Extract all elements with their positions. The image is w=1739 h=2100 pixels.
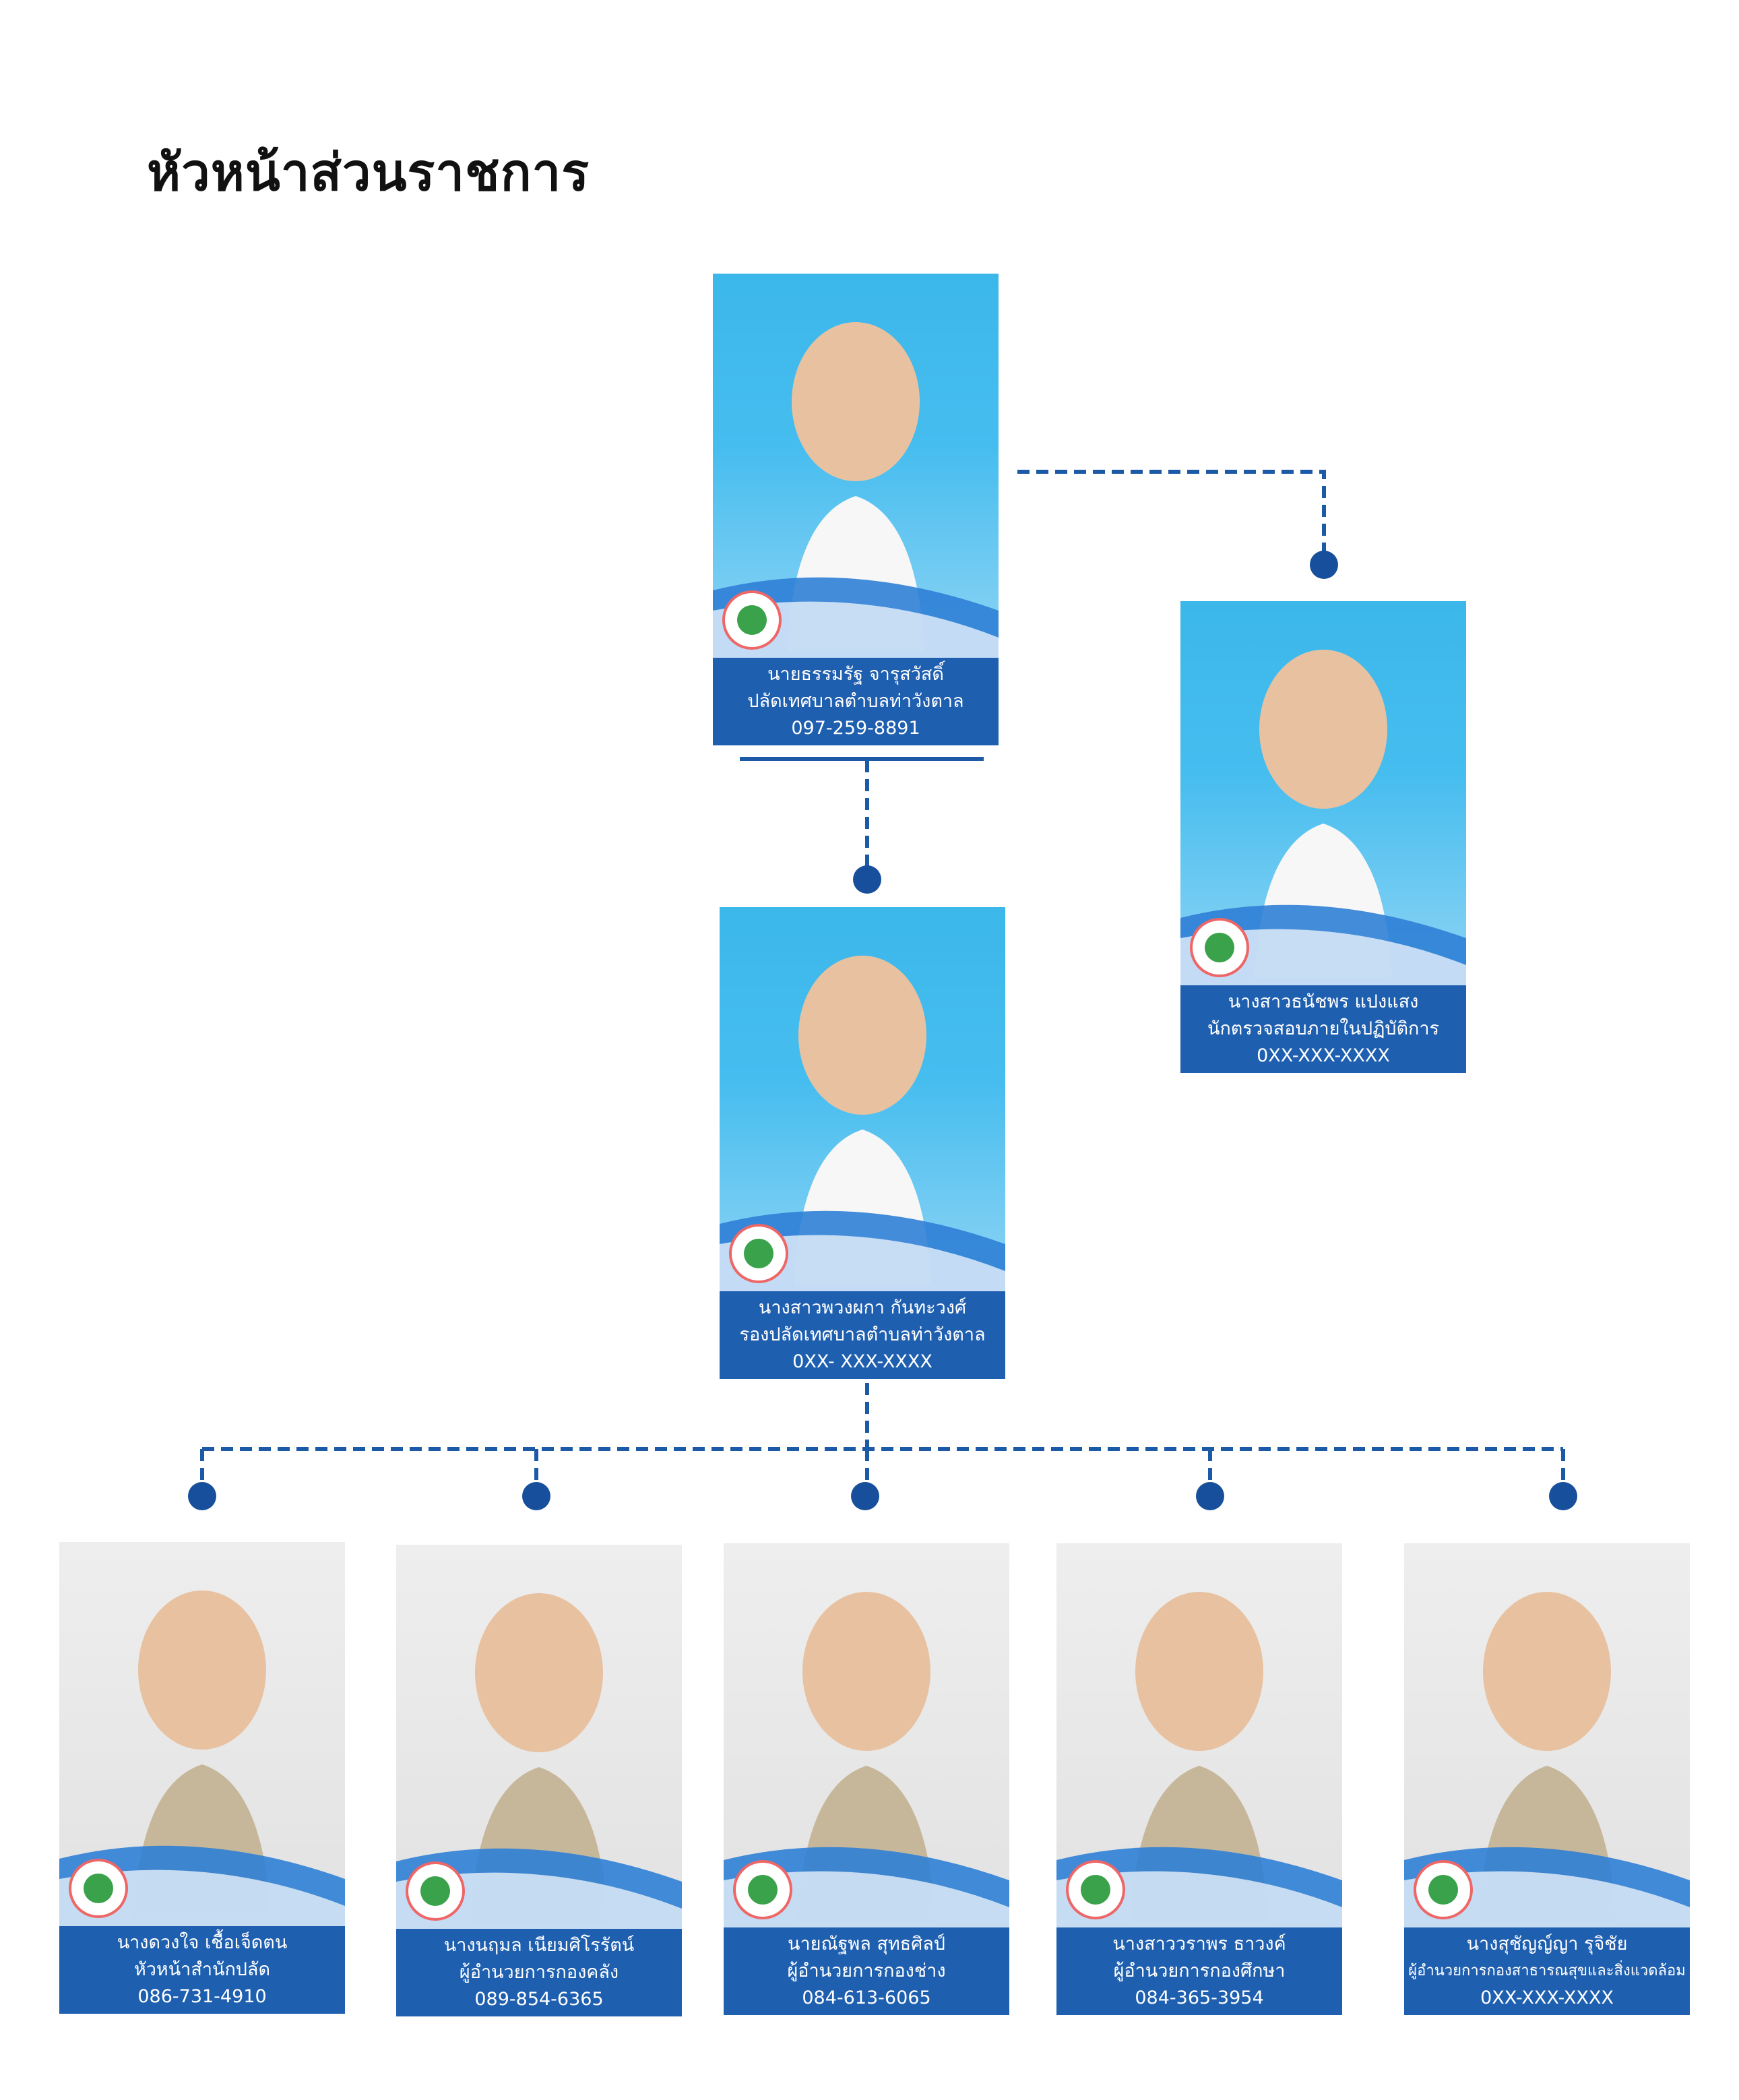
person-name: นายณัฐพล สุทธศิลป์ — [788, 1934, 945, 1954]
page-title: หัวหน้าส่วนราชการ — [147, 142, 590, 202]
person-card-head[interactable]: นางสุชัญญ์ญา รุจิชัย ผู้อำนวยการกองสาธาร… — [1404, 1543, 1690, 2015]
person-name: นางสาวพวงผกา กันทะวงศ์ — [758, 1297, 967, 1318]
person-name: นางสาววราพร ธาวงค์ — [1112, 1934, 1286, 1954]
person-name: นางสุชัญญ์ญา รุจิชัย — [1466, 1934, 1628, 1954]
person-position: ผู้อำนวยการกองช่าง — [787, 1960, 946, 1981]
person-name: นางสาวธนัชพร แปงแสง — [1228, 991, 1419, 1012]
municipality-logo-icon — [1190, 918, 1249, 977]
person-position: ผู้อำนวยการกองศึกษา — [1113, 1960, 1286, 1981]
person-card-head[interactable]: นางดวงใจ เชื้อเจ็ดตน หัวหน้าสำนักปลัด 08… — [59, 1542, 345, 2014]
connector-top-auditor — [1017, 470, 1326, 559]
person-card-head[interactable]: นางสาววราพร ธาวงค์ ผู้อำนวยการกองศึกษา 0… — [1056, 1543, 1342, 2015]
person-card-chief[interactable]: นายธรรมรัฐ จารุสวัสดิ์ ปลัดเทศบาลตำบลท่า… — [713, 274, 999, 745]
person-card-head[interactable]: นางนฤมล เนียมศิโรรัตน์ ผู้อำนวยการกองคลั… — [396, 1545, 682, 2016]
person-photo — [1056, 1543, 1342, 1927]
person-name: นางดวงใจ เชื้อเจ็ดตน — [117, 1932, 288, 1953]
person-phone: 0XX-XXX-XXXX — [1480, 1987, 1614, 2008]
person-caption: นายธรรมรัฐ จารุสวัสดิ์ ปลัดเทศบาลตำบลท่า… — [713, 658, 999, 745]
connector-dot — [522, 1482, 550, 1510]
connector-dot — [1310, 551, 1338, 579]
connector-dot — [188, 1482, 216, 1510]
person-photo — [724, 1543, 1009, 1927]
person-phone: 0XX-XXX-XXXX — [1257, 1045, 1390, 1066]
municipality-logo-icon — [1066, 1860, 1125, 1919]
person-position: ผู้อำนวยการกองสาธารณสุขและสิ่งแวดล้อม — [1408, 1963, 1686, 1979]
person-position: นักตรวจสอบภายในปฏิบัติการ — [1207, 1018, 1440, 1039]
person-position: ผู้อำนวยการกองคลัง — [459, 1962, 619, 1983]
person-name: นางนฤมล เนียมศิโรรัตน์ — [443, 1935, 635, 1956]
person-phone: 084-613-6065 — [802, 1987, 931, 2008]
person-caption: นางสุชัญญ์ญา รุจิชัย ผู้อำนวยการกองสาธาร… — [1404, 1927, 1690, 2015]
person-phone: 084-365-3954 — [1135, 1987, 1264, 2008]
person-caption: นางนฤมล เนียมศิโรรัตน์ ผู้อำนวยการกองคลั… — [396, 1929, 682, 2016]
connector-dot — [851, 1482, 879, 1510]
municipality-logo-icon — [69, 1859, 128, 1918]
municipality-logo-icon — [729, 1224, 788, 1283]
person-photo — [720, 907, 1005, 1291]
person-photo — [1180, 601, 1466, 985]
municipality-logo-icon — [722, 590, 782, 650]
municipality-logo-icon — [406, 1861, 465, 1921]
person-position: รองปลัดเทศบาลตำบลท่าวังตาล — [739, 1324, 986, 1345]
person-photo — [713, 274, 999, 658]
person-name: นายธรรมรัฐ จารุสวัสดิ์ — [767, 664, 944, 685]
person-phone: 089-854-6365 — [474, 1989, 604, 2010]
person-caption: นางสาววราพร ธาวงค์ ผู้อำนวยการกองศึกษา 0… — [1056, 1927, 1342, 2015]
municipality-logo-icon — [1414, 1860, 1473, 1919]
person-caption: นายณัฐพล สุทธศิลป์ ผู้อำนวยการกองช่าง 08… — [724, 1927, 1009, 2015]
connector-dot — [853, 865, 881, 894]
person-card-auditor[interactable]: นางสาวธนัชพร แปงแสง นักตรวจสอบภายในปฏิบั… — [1180, 601, 1466, 1073]
person-phone: 086-731-4910 — [137, 1986, 267, 2007]
person-position: หัวหน้าสำนักปลัด — [133, 1959, 271, 1980]
connector-dot — [1196, 1482, 1224, 1510]
connector-dot — [1549, 1482, 1577, 1510]
person-caption: นางสาวธนัชพร แปงแสง นักตรวจสอบภายในปฏิบั… — [1180, 985, 1466, 1073]
person-caption: นางสาวพวงผกา กันทะวงศ์ รองปลัดเทศบาลตำบล… — [720, 1291, 1005, 1379]
person-phone: 097-259-8891 — [791, 718, 920, 739]
person-card-deputy[interactable]: นางสาวพวงผกา กันทะวงศ์ รองปลัดเทศบาลตำบล… — [720, 907, 1005, 1379]
person-phone: 0XX- XXX-XXXX — [792, 1351, 932, 1372]
person-caption: นางดวงใจ เชื้อเจ็ดตน หัวหน้าสำนักปลัด 08… — [59, 1926, 345, 2014]
person-photo — [59, 1542, 345, 1926]
person-card-head[interactable]: นายณัฐพล สุทธศิลป์ ผู้อำนวยการกองช่าง 08… — [724, 1543, 1009, 2015]
person-position: ปลัดเทศบาลตำบลท่าวังตาล — [747, 691, 964, 712]
municipality-logo-icon — [733, 1860, 792, 1919]
